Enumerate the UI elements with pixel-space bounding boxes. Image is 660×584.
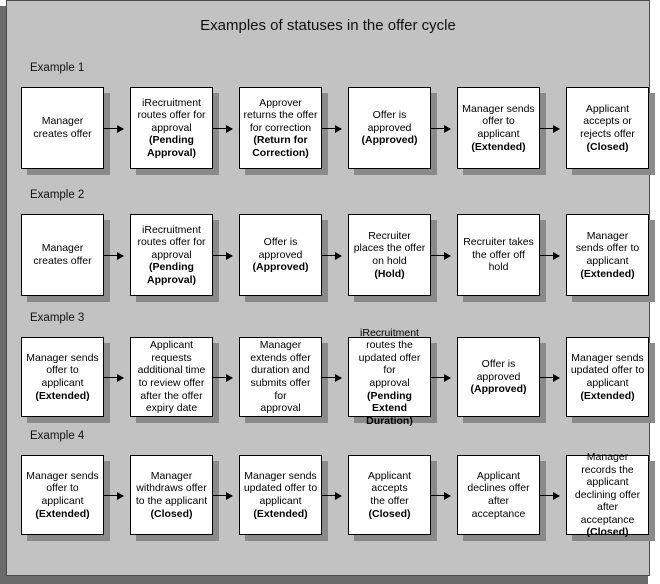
flow-arrow <box>104 491 124 500</box>
flow-arrow <box>431 491 451 500</box>
flow-arrow <box>431 373 451 382</box>
flow-arrow <box>213 491 233 500</box>
flow-arrow <box>431 251 451 260</box>
flow-arrow <box>104 373 124 382</box>
example-row-label: Example 1 <box>30 62 85 74</box>
flow-arrow <box>540 124 560 133</box>
flow-arrow <box>322 373 342 382</box>
example-row-label: Example 2 <box>30 189 85 201</box>
flow-arrow <box>104 124 124 133</box>
flow-arrow <box>213 251 233 260</box>
flow-arrow <box>322 491 342 500</box>
flow-arrow <box>213 124 233 133</box>
flow-arrow <box>322 251 342 260</box>
page-title: Examples of statuses in the offer cycle <box>200 17 456 34</box>
flow-arrow <box>322 124 342 133</box>
example-row-label: Example 4 <box>30 430 85 442</box>
example-row-label: Example 3 <box>30 312 85 324</box>
flow-arrow <box>540 251 560 260</box>
flow-arrow <box>540 491 560 500</box>
flow-arrow <box>104 251 124 260</box>
flow-arrow <box>431 124 451 133</box>
flow-arrow <box>213 373 233 382</box>
flow-arrow <box>540 373 560 382</box>
